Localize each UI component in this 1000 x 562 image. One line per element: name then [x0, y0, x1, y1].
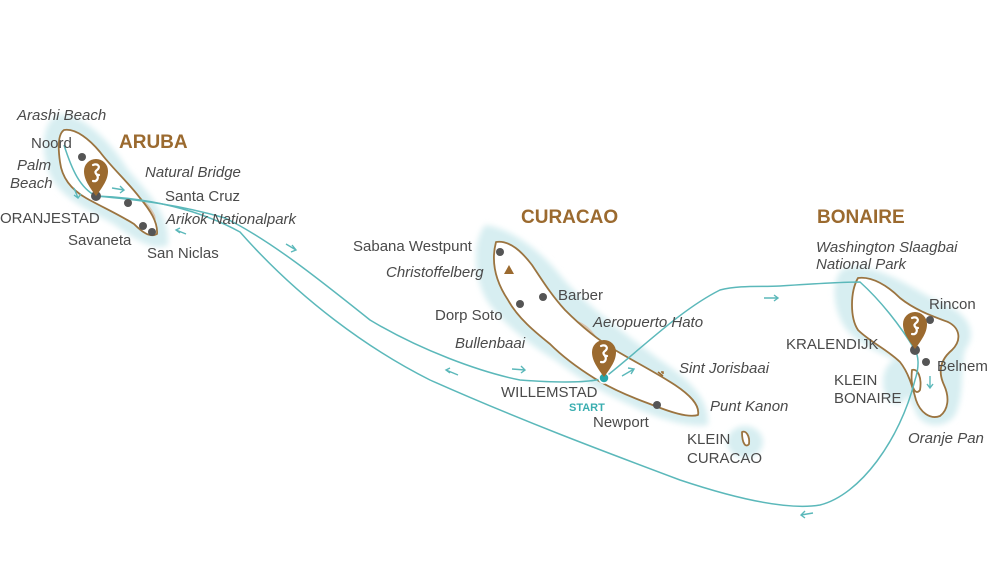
label-sabana-westpunt: Sabana Westpunt — [353, 238, 472, 255]
label-washington-2: National Park — [816, 256, 907, 273]
label-klein-bonaire-1: KLEIN — [834, 372, 878, 389]
label-bullenbaai: Bullenbaai — [455, 335, 526, 352]
label-palm-beach-2: Beach — [10, 175, 53, 192]
label-klein-curacao-1: KLEIN — [687, 431, 731, 448]
label-dorp-soto: Dorp Soto — [435, 307, 503, 324]
port-marker-icon — [901, 310, 929, 355]
island-title-bonaire: BONAIRE — [817, 207, 905, 228]
label-santa-cruz: Santa Cruz — [165, 188, 241, 205]
island-bonaire — [851, 276, 960, 418]
mountain-triangle-icon — [504, 265, 514, 274]
label-washington-1: Washington Slaagbai — [816, 239, 958, 256]
label-belnem: Belnem — [937, 358, 988, 375]
label-oranjestad: ORANJESTAD — [0, 210, 100, 227]
port-marker-icon — [82, 157, 110, 201]
label-klein-bonaire-2: BONAIRE — [834, 390, 902, 407]
island-curacao — [493, 240, 700, 417]
label-arikok: Arikok Nationalpark — [166, 211, 297, 228]
cruise-route — [63, 144, 919, 508]
label-savaneta: Savaneta — [68, 232, 132, 249]
port-marker-icon — [590, 338, 618, 384]
label-willemstad: WILLEMSTAD — [501, 384, 598, 401]
label-klein-curacao-2: CURACAO — [687, 450, 763, 467]
airport-icon — [657, 371, 664, 377]
label-newport: Newport — [593, 414, 649, 431]
label-rincon: Rincon — [929, 296, 976, 313]
label-palm-beach-1: Palm — [17, 157, 52, 174]
label-noord: Noord — [31, 135, 72, 152]
island-title-aruba: ARUBA — [119, 132, 188, 153]
label-sint-jorisbaai: Sint Jorisbaai — [679, 360, 770, 377]
label-natural-bridge: Natural Bridge — [145, 164, 241, 181]
island-klein-curacao — [741, 430, 751, 447]
route-arrow-icon — [73, 185, 934, 519]
label-christoffelberg: Christoffelberg — [386, 264, 484, 281]
label-arashi-beach: Arashi Beach — [17, 107, 107, 124]
label-oranje-pan: Oranje Pan — [908, 430, 984, 447]
label-kralendijk: KRALENDIJK — [786, 336, 879, 353]
island-title-curacao: CURACAO — [521, 207, 619, 228]
label-barber: Barber — [558, 287, 604, 304]
city-dot-icon — [78, 153, 934, 409]
label-start: START — [569, 402, 605, 414]
label-aeropuerto-hato: Aeropuerto Hato — [593, 314, 704, 331]
label-san-niclas: San Niclas — [147, 245, 219, 262]
label-punt-kanon: Punt Kanon — [710, 398, 789, 415]
